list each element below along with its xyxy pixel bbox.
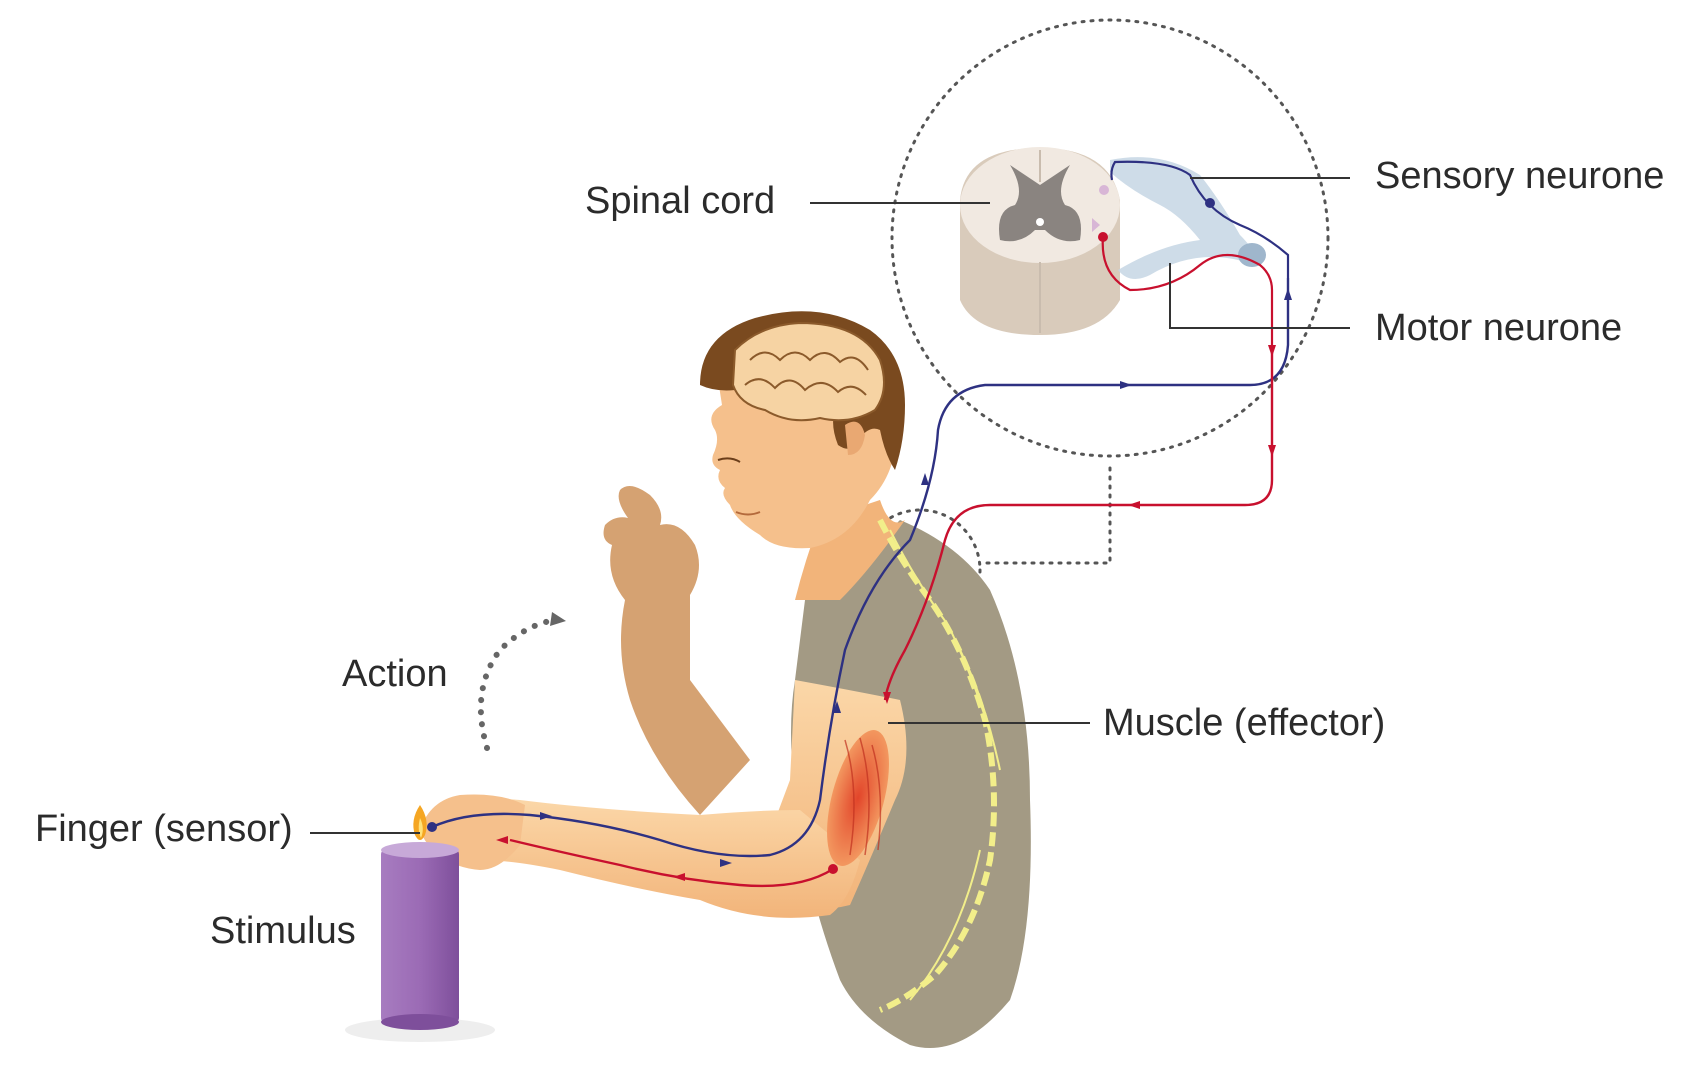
raised-arm bbox=[603, 486, 750, 815]
muscle bbox=[827, 730, 889, 866]
label-motor-neurone: Motor neurone bbox=[1375, 307, 1623, 349]
motor-pathway bbox=[883, 345, 1274, 701]
sensory-neurone-path bbox=[1110, 160, 1290, 278]
action-arrow bbox=[477, 617, 558, 751]
forearm bbox=[440, 799, 860, 918]
brain bbox=[731, 321, 885, 422]
candle bbox=[345, 805, 495, 1042]
nerve-root bbox=[1110, 157, 1266, 279]
label-spinal-cord: Spinal cord bbox=[585, 180, 776, 222]
sensory-pathway bbox=[431, 278, 1290, 858]
zoom-circle bbox=[890, 18, 1330, 458]
zoom-connector bbox=[983, 466, 1112, 565]
label-action: Action bbox=[342, 653, 448, 695]
label-stimulus: Stimulus bbox=[210, 910, 356, 952]
motor-neurone-path bbox=[1098, 232, 1274, 345]
spinal-cord-section bbox=[960, 147, 1120, 335]
leader-motor bbox=[1169, 263, 1350, 329]
person bbox=[420, 311, 1031, 1048]
label-muscle: Muscle (effector) bbox=[1103, 702, 1386, 744]
label-sensory-neurone: Sensory neurone bbox=[1375, 155, 1665, 197]
label-finger: Finger (sensor) bbox=[35, 808, 293, 850]
